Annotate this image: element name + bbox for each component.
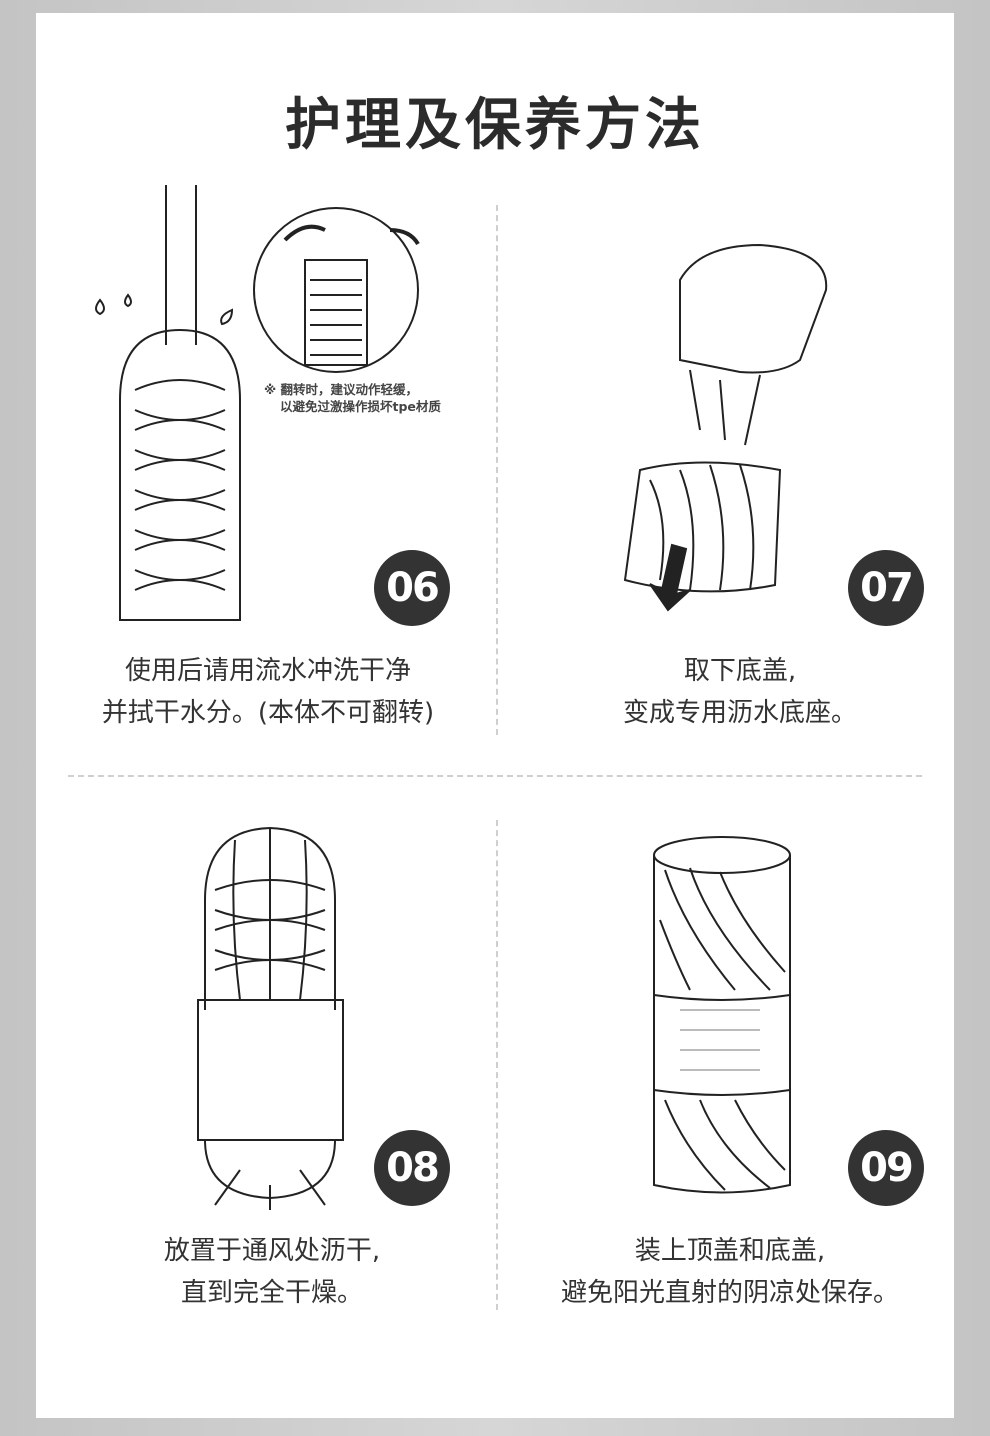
caption-line-1: 装上顶盖和底盖, (634, 1236, 826, 1266)
caption-line-2: 避免阳光直射的阴凉处保存。 (560, 1278, 899, 1308)
drying-illustration (197, 826, 344, 1210)
caption-line-2: 直到完全干燥。 (180, 1278, 363, 1308)
remove-base-illustration (623, 243, 828, 612)
step-06-caption: 使用后请用流水冲洗干净 并拭干水分。(本体不可翻转) (38, 650, 498, 734)
washing-illustration (95, 185, 420, 621)
step-badge-07: 07 (848, 550, 924, 626)
step-badge-06: 06 (374, 550, 450, 626)
step-badge-08: 08 (374, 1130, 450, 1206)
caption-line-2: 变成专用沥水底座。 (622, 698, 857, 728)
step-08-caption: 放置于通风处沥干, 直到完全干燥。 (42, 1230, 502, 1314)
step-07-caption: 取下底盖, 变成专用沥水底座。 (510, 650, 970, 734)
divider-horizontal (68, 775, 922, 777)
caption-line-1: 取下底盖, (683, 656, 797, 686)
divider-vertical-bottom (496, 820, 498, 1310)
page-title: 护理及保养方法 (285, 93, 705, 158)
content-panel (36, 13, 954, 1418)
caption-line-2: 并拭干水分。(本体不可翻转) (101, 698, 435, 728)
note-mark: ※ (264, 382, 277, 397)
caption-line-1: 使用后请用流水冲洗干净 (124, 656, 411, 686)
divider-vertical-top (496, 205, 498, 735)
step-badge-09: 09 (848, 1130, 924, 1206)
note-line-1: 翻转时，建议动作轻缓， (280, 382, 419, 397)
caption-line-1: 放置于通风处沥干, (163, 1236, 381, 1266)
note-line-2: 以避免过激操作损坏tpe材质 (280, 399, 441, 414)
step-09-caption: 装上顶盖和底盖, 避免阳光直射的阴凉处保存。 (500, 1230, 960, 1314)
storage-illustration (653, 836, 791, 1194)
caution-note: ※ 翻转时，建议动作轻缓， 以避免过激操作损坏tpe材质 (264, 381, 441, 415)
